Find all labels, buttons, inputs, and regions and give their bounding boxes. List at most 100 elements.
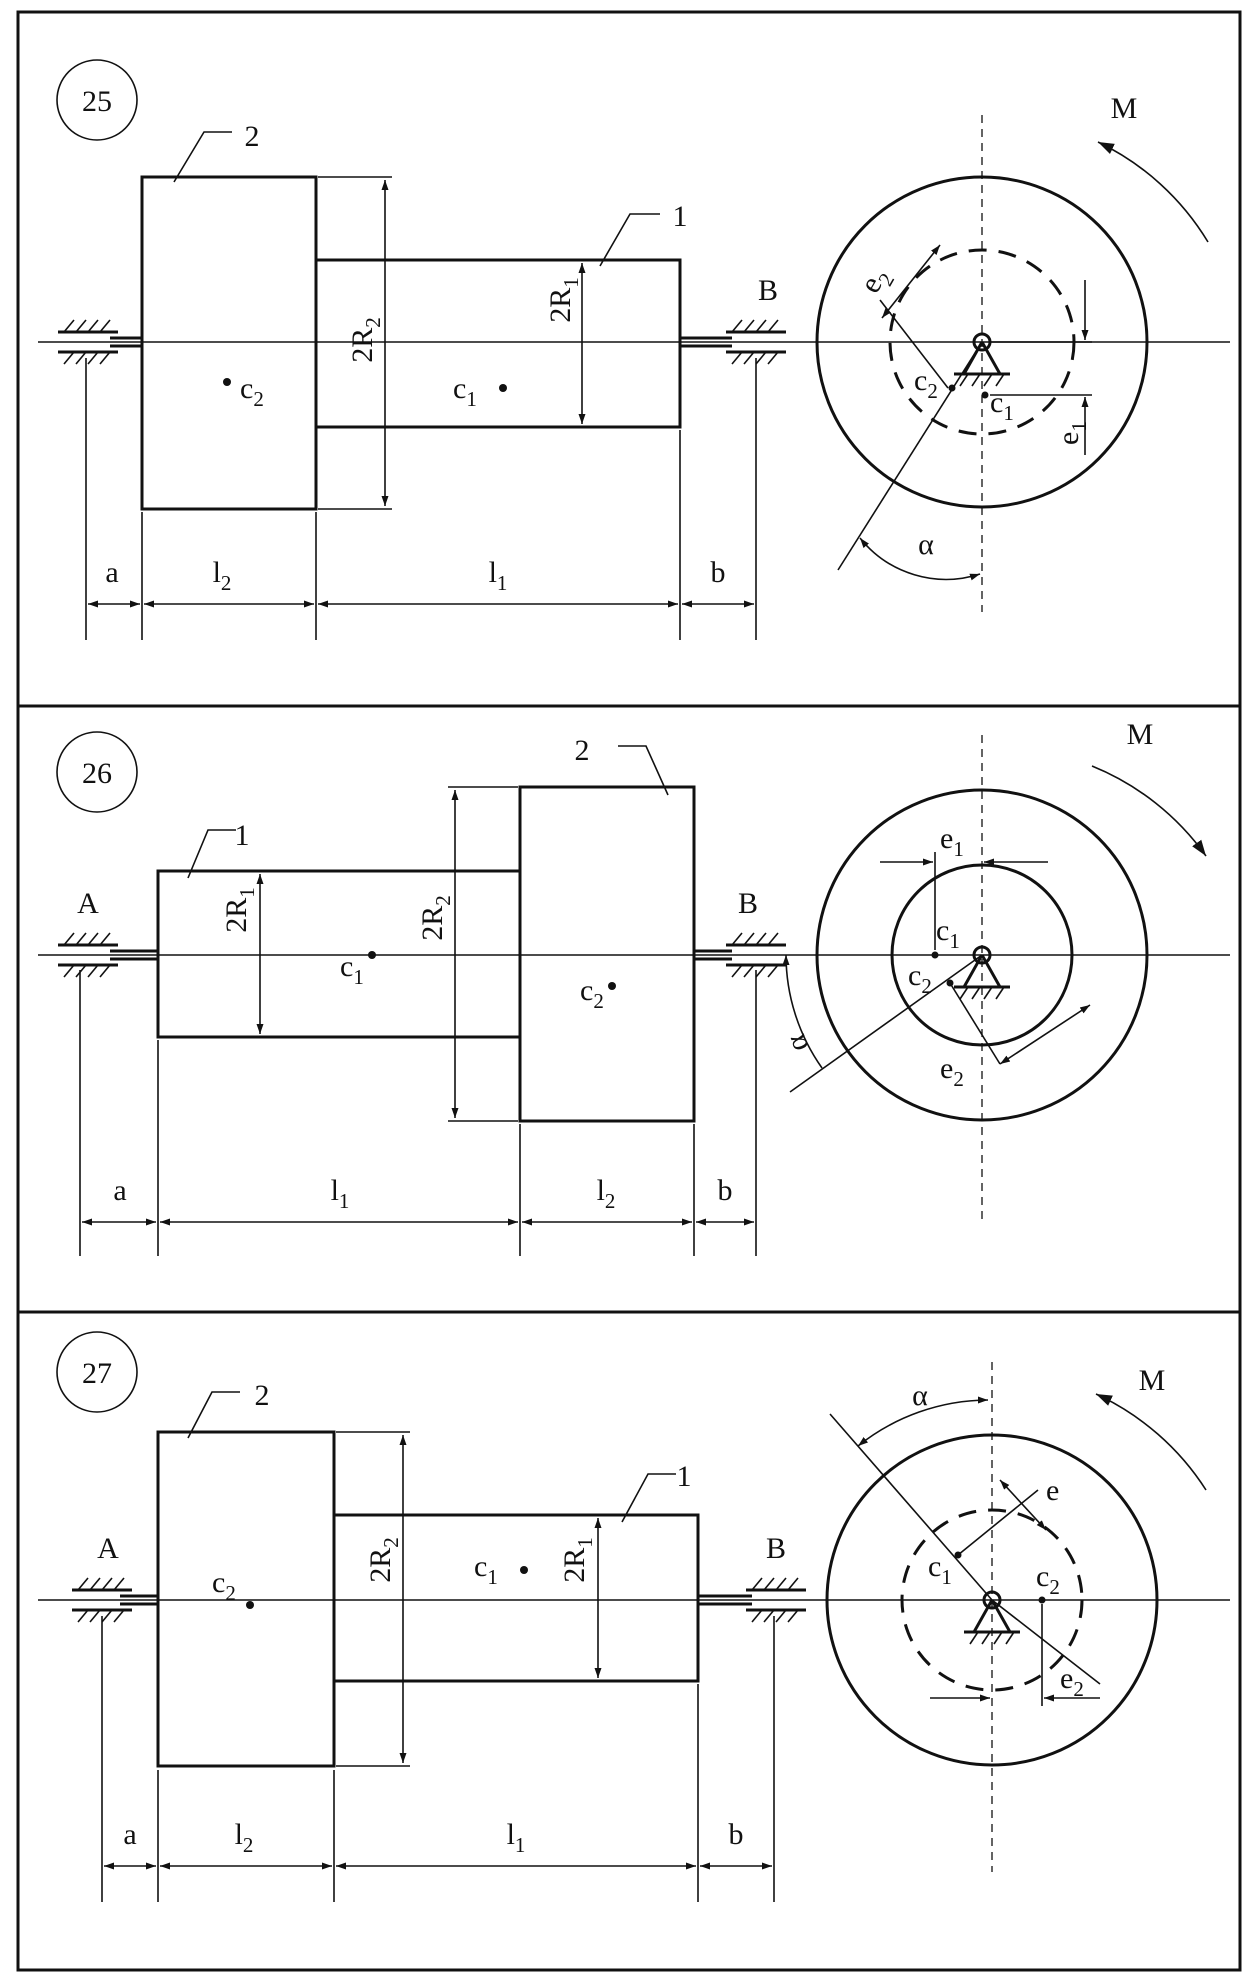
c2-label: c2 (240, 372, 264, 411)
dim-l2-label: l2 (235, 1818, 254, 1857)
c1-dot (520, 1566, 528, 1574)
bearing-right-icon (746, 1577, 806, 1623)
moment-label: M (1127, 718, 1154, 751)
bearing-left-icon (58, 319, 118, 365)
dim-e2 (881, 244, 941, 319)
pivot-support-icon (954, 945, 1010, 1000)
c2-dot (246, 1601, 254, 1609)
part-1-label: 1 (673, 200, 688, 233)
dim-l1-label: l1 (489, 556, 508, 595)
body-2-disk (140, 175, 318, 511)
part-2-label: 2 (575, 734, 590, 767)
c2-label: c2 (580, 974, 604, 1013)
panel-27: 27 A B 2 1 c2 c1 (38, 1331, 1230, 1902)
leader-part-1 (599, 213, 660, 267)
support-label-a: A (77, 887, 99, 920)
problem-number-circle (56, 59, 138, 141)
alpha-label: α (779, 1030, 815, 1056)
side-c1-dot (954, 1551, 962, 1559)
leader-part-2 (618, 745, 669, 796)
bearing-left-icon (72, 1577, 132, 1623)
dim-e1-label: e (1046, 1474, 1059, 1507)
side-c1-label: c1 (990, 386, 1014, 425)
pivot-support-icon (964, 1590, 1020, 1645)
end-view-outer-circle (825, 1433, 1159, 1767)
problem-number-circle (56, 731, 138, 813)
alpha-arc (859, 537, 981, 581)
side-c2-label: c2 (914, 364, 938, 403)
c2-label: c2 (212, 1566, 236, 1605)
dim-e1-label: e1 (1052, 421, 1091, 445)
part-1-label: 1 (677, 1460, 692, 1493)
end-view-inner-circle (890, 863, 1074, 1047)
dim-e2-label: e2 (1060, 1662, 1084, 1701)
problem-number: 26 (82, 757, 112, 790)
c2-dot (223, 378, 231, 386)
moment-arrow (1091, 765, 1207, 857)
dim-a-label: a (113, 1174, 126, 1207)
panel-25: 25 B 2 1 c2 (38, 59, 1230, 640)
alpha-arc (857, 1396, 989, 1447)
panel-26: 26 A B 1 2 c1 c2 2R1 (38, 718, 1230, 1256)
dim-2r1-label: 2R1 (558, 1537, 597, 1583)
sheet-frame (16, 10, 1242, 1972)
side-c1-label: c1 (928, 1550, 952, 1589)
part-2-label: 2 (245, 120, 260, 153)
support-label-b: B (758, 274, 778, 307)
side-c1-dot (931, 951, 939, 959)
moment-arrow (1095, 1393, 1207, 1491)
moment-label: M (1111, 92, 1138, 125)
dim-b-label: b (711, 556, 726, 589)
end-view-outer-circle (815, 788, 1149, 1122)
dim-2r1-label: 2R1 (220, 887, 259, 933)
alpha-line (837, 341, 983, 571)
body-1-cylinder (314, 258, 682, 429)
end-view-dashed-circle (900, 1508, 1084, 1692)
e1-offset-line (957, 1489, 1039, 1556)
body-1-cylinder (156, 869, 522, 1039)
support-label-b: B (738, 887, 758, 920)
c1-label: c1 (474, 1550, 498, 1589)
side-c2-label: c2 (1036, 1560, 1060, 1599)
bearing-right-icon (726, 319, 786, 365)
dim-2r2-label: 2R2 (416, 895, 455, 941)
c1-label: c1 (453, 372, 477, 411)
alpha-arc (782, 954, 823, 1069)
leader-part-2 (187, 1391, 240, 1439)
dim-l2-label: l2 (213, 556, 232, 595)
alpha-line (789, 954, 983, 1093)
side-c1-dot (981, 391, 989, 399)
dim-e2 (999, 1004, 1091, 1065)
dim-b-label: b (729, 1818, 744, 1851)
leader-part-2 (173, 131, 232, 183)
dim-a-label: a (123, 1818, 136, 1851)
support-label-a: A (97, 1532, 119, 1565)
dim-a-label: a (105, 556, 118, 589)
alpha-label: α (912, 1379, 928, 1412)
dim-2r2-label: 2R2 (346, 317, 385, 363)
side-c2-label: c2 (908, 959, 932, 998)
dim-l1-label: l1 (331, 1174, 350, 1213)
dim-l2-label: l2 (597, 1174, 616, 1213)
problem-number: 25 (82, 85, 112, 118)
bearing-left-icon (58, 932, 118, 978)
support-label-b: B (766, 1532, 786, 1565)
c1-dot (368, 951, 376, 959)
dim-e1 (999, 1479, 1047, 1531)
problem-number-circle (56, 1331, 138, 1413)
side-c2-dot (1038, 1596, 1046, 1604)
dim-b-label: b (718, 1174, 733, 1207)
c1-label: c1 (340, 950, 364, 989)
dim-e2-label: e2 (940, 1052, 964, 1091)
c2-dot (608, 982, 616, 990)
alpha-label: α (918, 528, 934, 561)
leader-part-1 (621, 1473, 676, 1523)
side-c1-label: c1 (936, 914, 960, 953)
e2-offset-line (949, 982, 1001, 1065)
problem-number: 27 (82, 1357, 112, 1390)
alpha-line (829, 1413, 993, 1601)
side-c2-dot (948, 384, 956, 392)
dim-2r1-label: 2R1 (544, 277, 583, 323)
leader-part-1 (187, 829, 236, 879)
